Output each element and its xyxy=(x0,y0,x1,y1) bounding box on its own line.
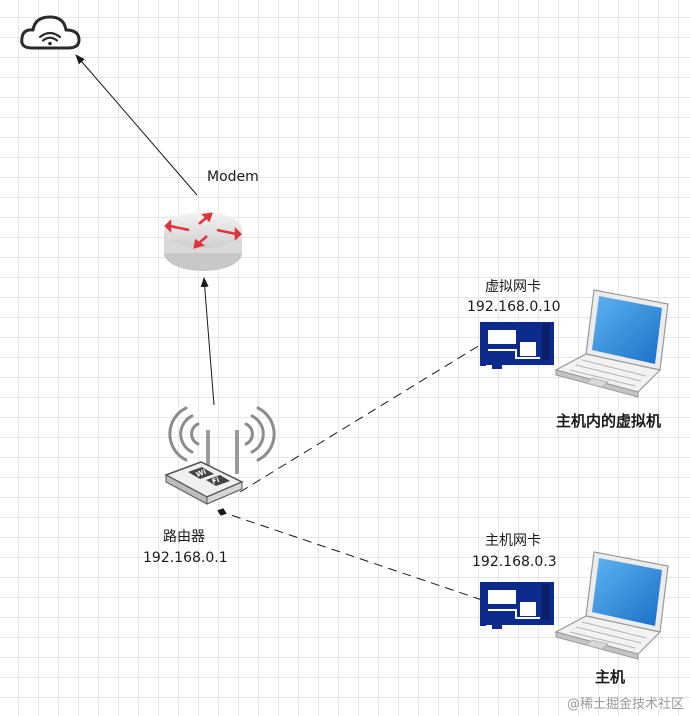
svg-text:Fi: Fi xyxy=(211,476,220,486)
vm-laptop-icon xyxy=(554,289,669,398)
modem-to-cloud-link xyxy=(75,54,198,196)
host-nic-to-router-link xyxy=(217,508,483,601)
virtual-nic-icon xyxy=(480,322,554,369)
host-laptop-label: 主机 xyxy=(595,668,626,686)
virtual-nic-ip: 192.168.0.10 xyxy=(467,299,561,315)
cloud-icon xyxy=(20,15,81,50)
host-nic-ip: 192.168.0.3 xyxy=(472,554,557,570)
vm-laptop-label: 主机内的虚拟机 xyxy=(556,412,662,430)
router-to-virtual-nic-link xyxy=(239,344,481,493)
svg-text:Wi: Wi xyxy=(195,468,207,479)
router-name: 路由器 xyxy=(163,529,205,545)
router-ip: 192.168.0.1 xyxy=(143,550,228,566)
host-nic-name: 主机网卡 xyxy=(485,533,541,549)
host-laptop-icon xyxy=(554,551,669,660)
modem-icon xyxy=(164,212,242,271)
watermark: @稀土掘金技术社区 xyxy=(566,697,684,712)
wifi-router-icon: Wi Fi xyxy=(164,406,276,505)
virtual-nic-name: 虚拟网卡 xyxy=(485,279,541,295)
modem-label: Modem xyxy=(207,169,259,185)
router-to-modem-link xyxy=(200,277,215,406)
host-nic-icon xyxy=(480,582,554,629)
